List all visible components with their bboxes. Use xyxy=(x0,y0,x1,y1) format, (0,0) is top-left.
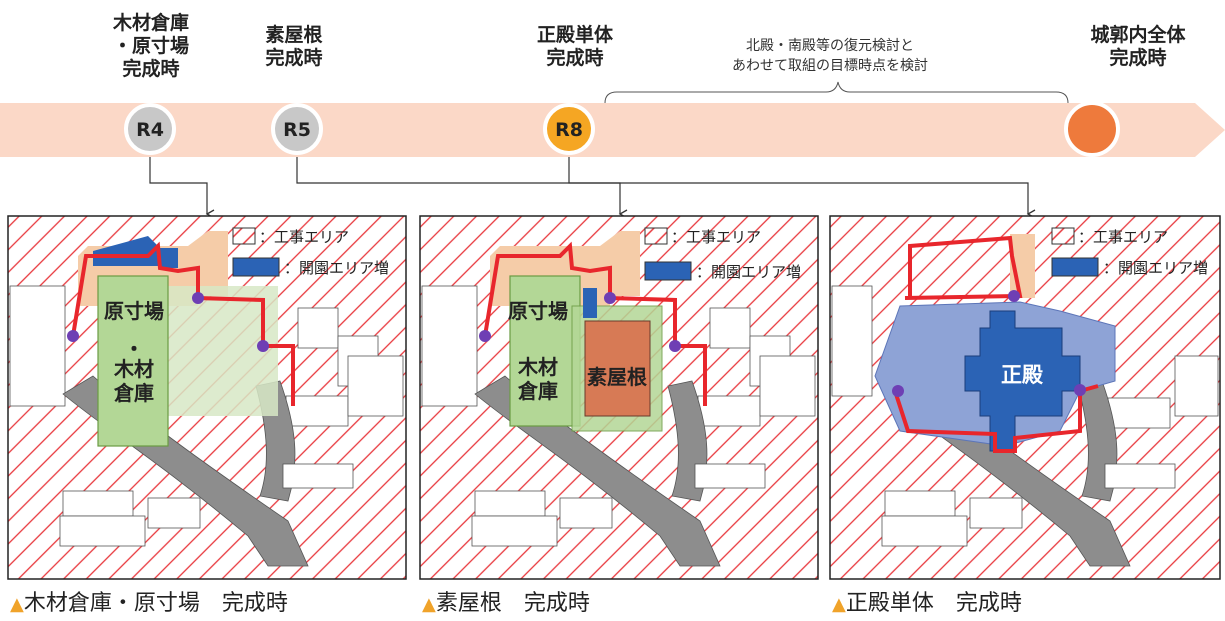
marker-r5 xyxy=(271,103,323,155)
caption-r5: ▲素屋根 完成時 xyxy=(422,591,590,616)
marker-full xyxy=(1064,101,1120,157)
map3-label-0: 正殿 xyxy=(1001,363,1044,387)
legend-construction-3: ：工事エリア xyxy=(1078,228,1168,246)
legend-open-2: ：開園エリア増 xyxy=(696,263,801,281)
map1-label-2: 木材 xyxy=(113,357,154,381)
map-r4: ：工事エリア ：開園エリア増 原寸場 ・ 木材 倉庫 xyxy=(7,215,407,580)
legend-construction-1: ：工事エリア xyxy=(259,228,349,246)
legend-open-3: ：開園エリア増 xyxy=(1103,259,1208,277)
map1-label-1: ・ xyxy=(124,337,144,361)
map2-label-1: 木材 xyxy=(517,355,558,379)
map1-label-0: 原寸場 xyxy=(104,299,164,323)
marker-r4 xyxy=(124,103,176,155)
map-r8: ：工事エリア ：開園エリア増 正殿 xyxy=(829,215,1221,580)
connector-r5 xyxy=(296,157,628,219)
review-bracket xyxy=(604,81,1069,104)
marker-r4-text: R4 xyxy=(136,119,164,141)
legend-construction-2: ：工事エリア xyxy=(671,228,761,246)
marker-r5-text: R5 xyxy=(283,119,311,141)
marker-r8 xyxy=(543,103,595,155)
milestone-r5-label: 素屋根完成時 xyxy=(265,24,323,69)
milestone-r4-label: 木材倉庫・原寸場完成時 xyxy=(112,12,189,80)
map-r5: ：工事エリア ：開園エリア増 原寸場 木材 倉庫 素屋根 xyxy=(419,215,819,580)
legend-open-1: ：開園エリア増 xyxy=(284,259,389,277)
caption-r4: ▲木材倉庫・原寸場 完成時 xyxy=(10,591,288,616)
map2-label-2: 倉庫 xyxy=(517,379,558,403)
connector-r4 xyxy=(149,157,215,219)
map2-label-0: 原寸場 xyxy=(508,299,568,323)
map2-label-3: 素屋根 xyxy=(587,365,647,389)
caption-r8: ▲正殿単体 完成時 xyxy=(832,591,1022,616)
milestone-full-label: 城郭内全体完成時 xyxy=(1090,24,1186,69)
milestone-r8-label: 正殿単体完成時 xyxy=(536,24,613,69)
timeline-band xyxy=(0,103,1225,157)
map1-label-3: 倉庫 xyxy=(113,381,154,405)
connector-r8 xyxy=(568,157,1036,219)
review-note: 北殿・南殿等の復元検討とあわせて取組の目標時点を検討 xyxy=(732,38,928,74)
marker-r8-text: R8 xyxy=(555,119,583,141)
